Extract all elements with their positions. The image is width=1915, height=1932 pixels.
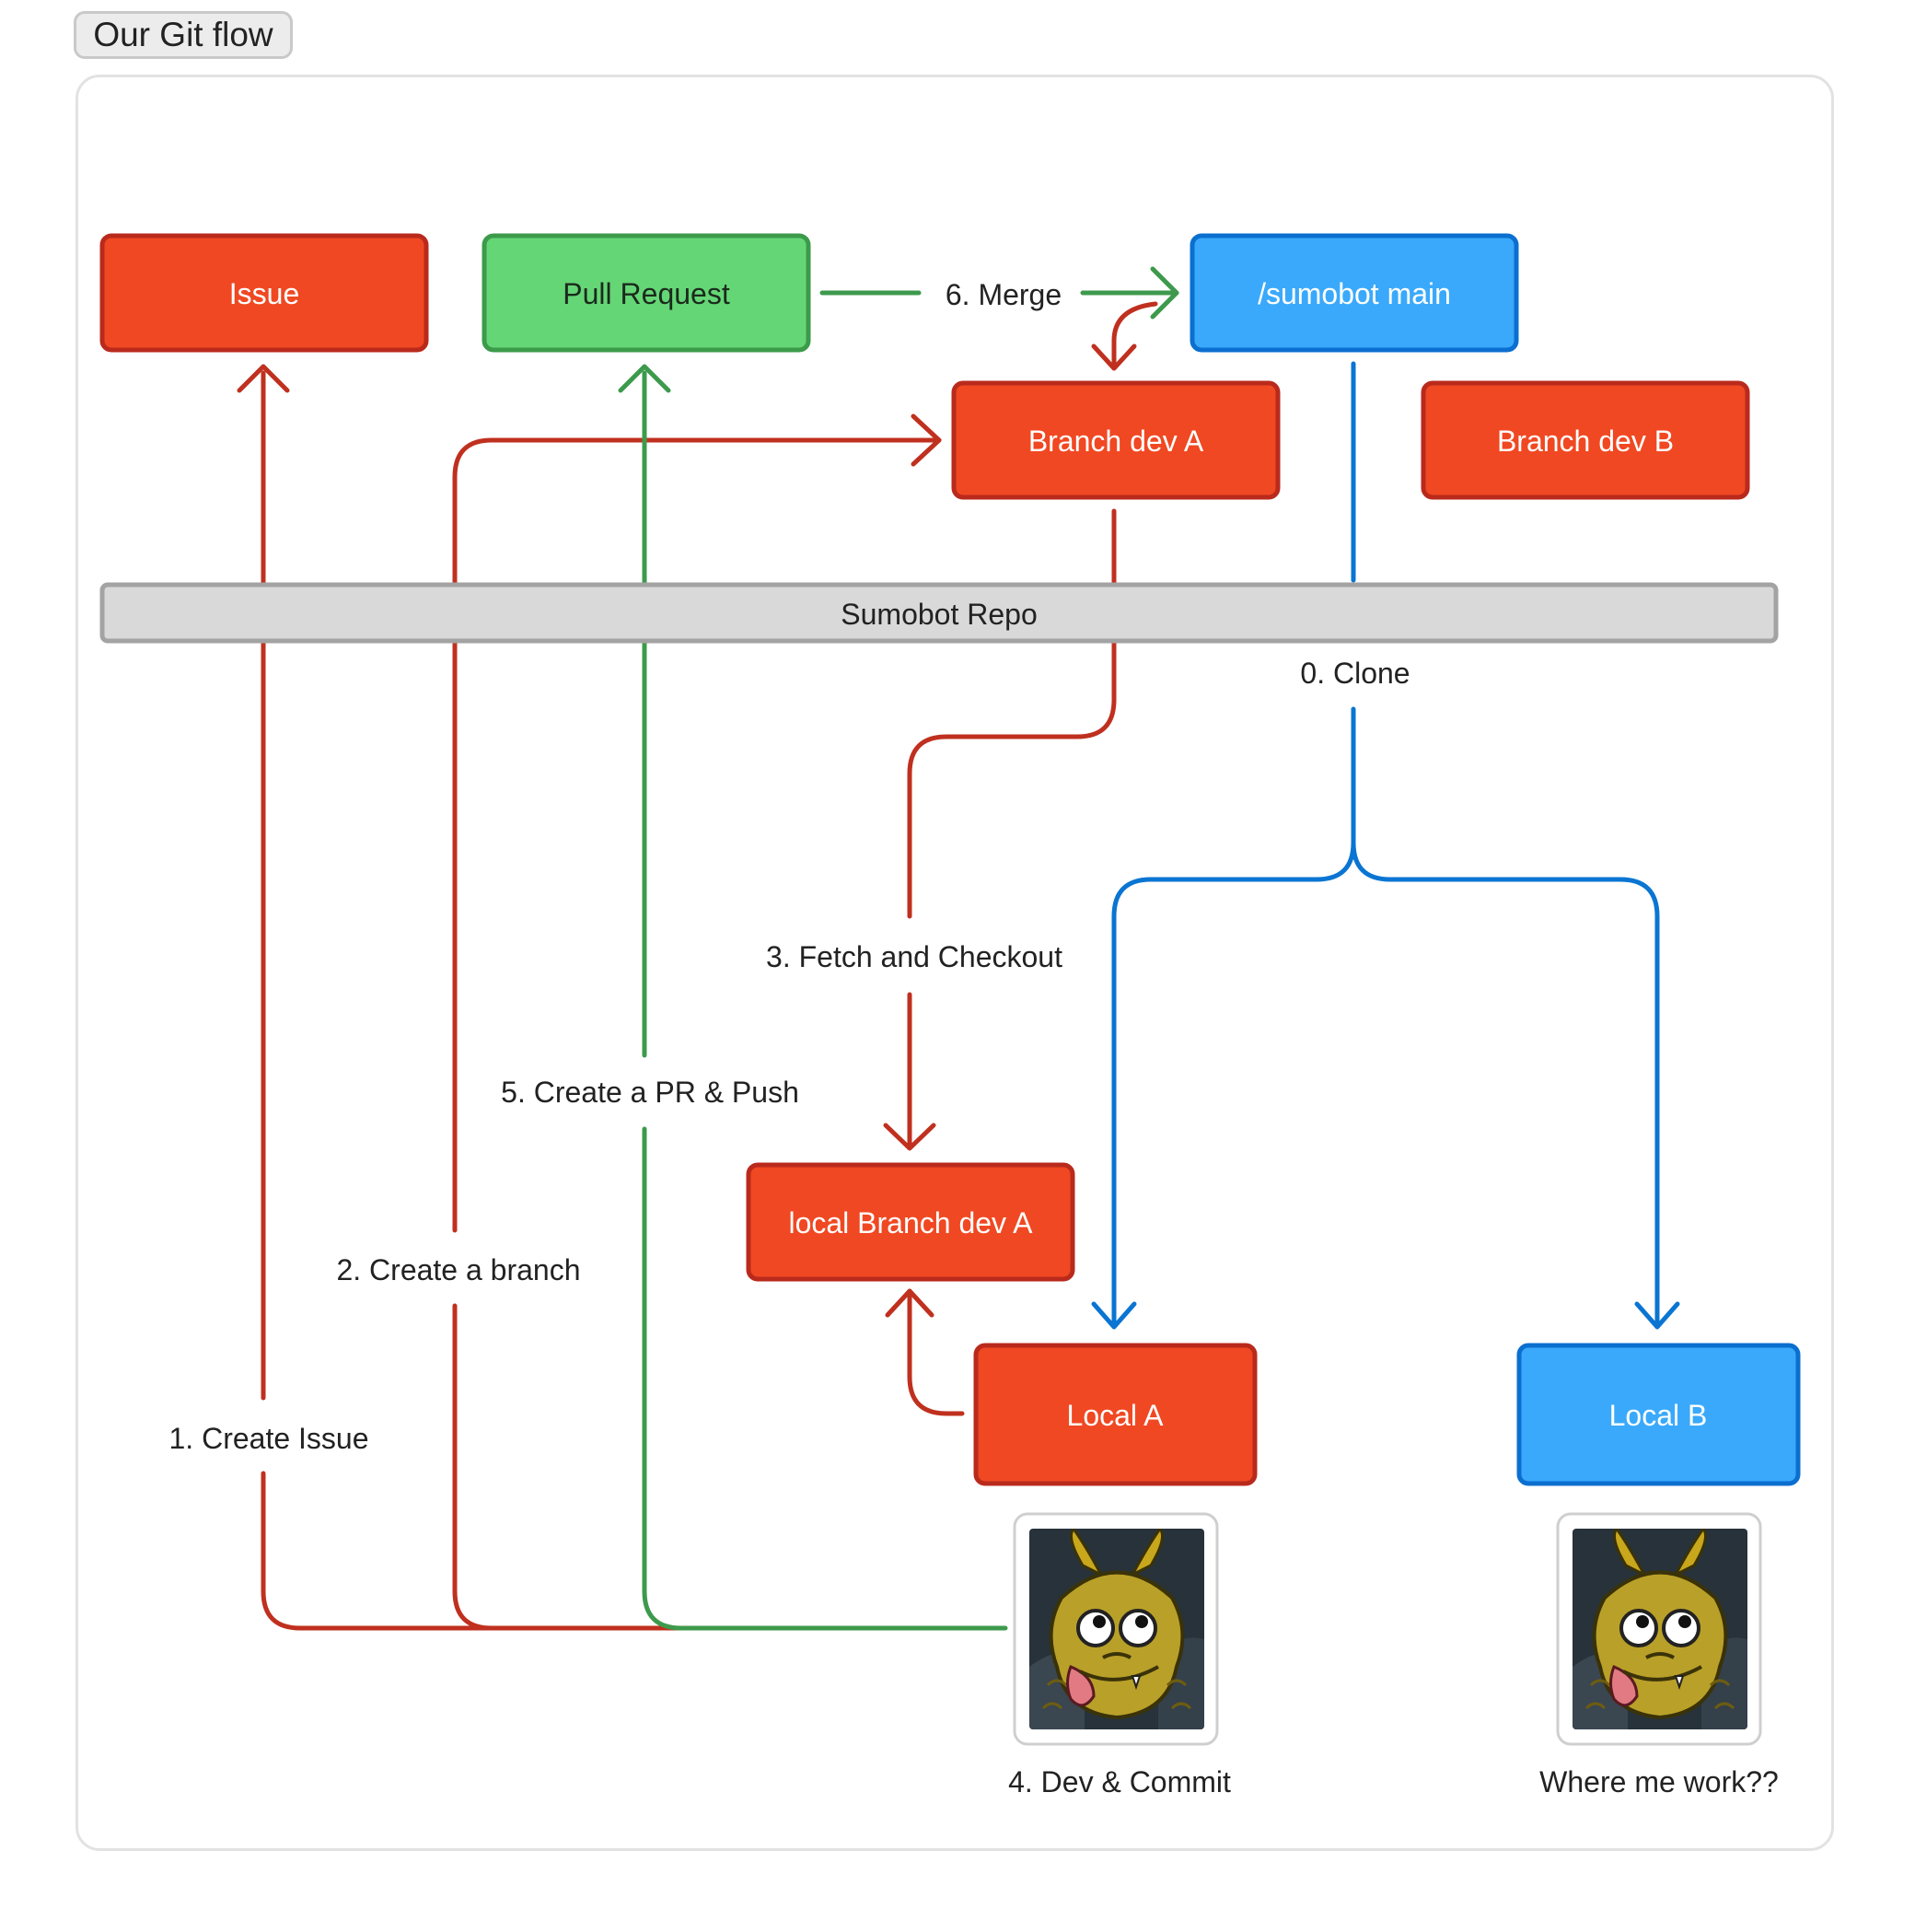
dragon-avatar-icon — [1573, 1529, 1747, 1729]
clone-arrow-a — [1091, 1301, 1137, 1330]
node-issue: Issue — [99, 233, 429, 353]
edge-label-merge: 6. Merge — [946, 278, 1062, 311]
pr-line — [642, 1126, 1008, 1631]
node-pull-request: Pull Request — [482, 233, 811, 353]
edge-label-create-branch: 2. Create a branch — [336, 1253, 580, 1286]
edge-label-fetch-checkout: 3. Fetch and Checkout — [766, 940, 1062, 973]
edge-label-create-pr: 5. Create a PR & Push — [501, 1076, 799, 1109]
diagram-frame — [75, 75, 1834, 1851]
avatar-b — [1556, 1512, 1762, 1746]
issue-arrow — [237, 364, 290, 393]
node-branch-dev-a-label: Branch dev A — [1028, 425, 1204, 458]
dragon-avatar-icon — [1029, 1529, 1204, 1729]
caption-where-work: Where me work?? — [1539, 1765, 1779, 1798]
update-branch-line — [1111, 301, 1158, 369]
fetch-line-top — [907, 508, 1117, 919]
connectors — [237, 266, 1680, 1631]
avatar-a — [1013, 1512, 1219, 1746]
node-sumobot-main: /sumobot main — [1190, 233, 1519, 353]
node-local-branch-dev-a: local Branch dev A — [746, 1162, 1075, 1282]
merge-arrow — [1150, 266, 1179, 320]
update-branch-arrow — [1091, 343, 1137, 371]
edge-label-clone: 0. Clone — [1300, 657, 1410, 690]
node-local-b: Local B — [1516, 1343, 1801, 1486]
edge-labels: 0. Clone 1. Create Issue 2. Create a bra… — [169, 278, 1779, 1798]
node-local-branch-dev-a-label: local Branch dev A — [788, 1206, 1033, 1240]
issue-line — [261, 1471, 1006, 1631]
node-issue-label: Issue — [229, 277, 299, 310]
branch-arrow — [911, 413, 942, 467]
node-branch-dev-a: Branch dev A — [951, 380, 1281, 500]
node-local-b-label: Local B — [1609, 1399, 1708, 1432]
fetch-arrow — [883, 1123, 936, 1151]
clone-arrow-b — [1634, 1301, 1680, 1330]
node-branch-dev-b-label: Branch dev B — [1497, 425, 1674, 458]
pr-arrow — [618, 364, 671, 393]
edge-label-create-issue: 1. Create Issue — [169, 1422, 369, 1455]
diagram-title: Our Git flow — [74, 11, 293, 59]
node-branch-dev-b: Branch dev B — [1421, 380, 1750, 500]
node-local-a: Local A — [973, 1343, 1258, 1486]
node-sumobot-repo: Sumobot Repo — [99, 582, 1779, 644]
node-local-a-label: Local A — [1067, 1399, 1165, 1432]
branch-line — [452, 1303, 494, 1631]
node-sumobot-main-label: /sumobot main — [1258, 277, 1451, 310]
local-commit-line — [907, 1288, 965, 1416]
node-sumobot-repo-label: Sumobot Repo — [841, 598, 1037, 631]
edge-label-dev-commit: 4. Dev & Commit — [1008, 1765, 1231, 1798]
clone-line-split — [1111, 706, 1356, 1329]
local-commit-arrow — [885, 1288, 934, 1318]
node-pull-request-label: Pull Request — [563, 277, 730, 310]
